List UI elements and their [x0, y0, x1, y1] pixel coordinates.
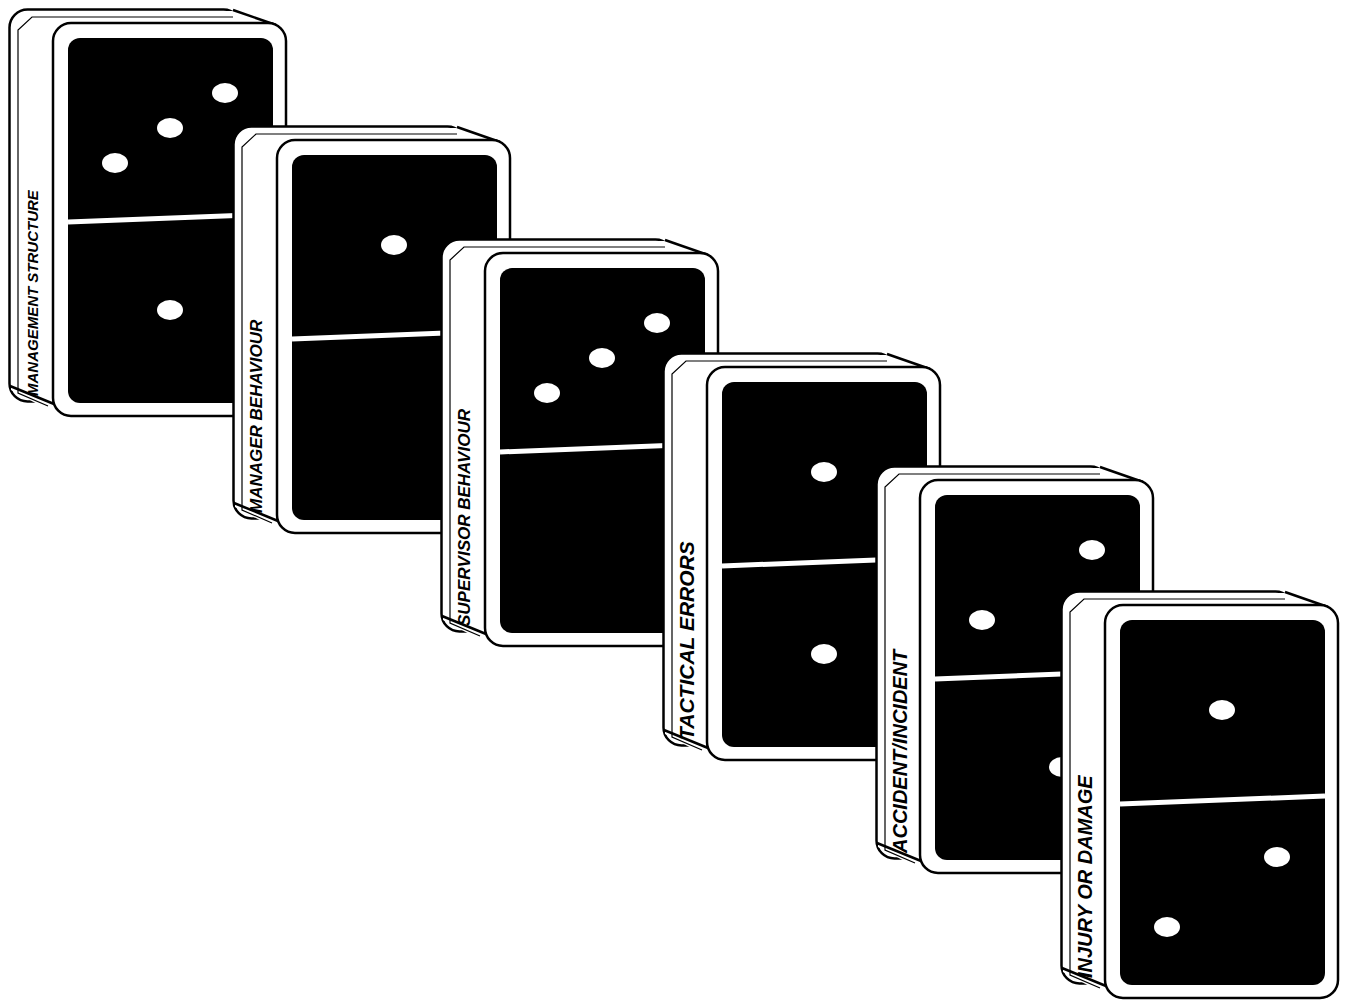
- domino-node: INJURY OR DAMAGE: [1060, 590, 1340, 1000]
- domino-label: SUPERVISOR BEHAVIOUR: [452, 409, 478, 626]
- domino-label: MANAGEMENT STRUCTURE: [20, 190, 46, 396]
- domino-label: ACCIDENT/INCIDENT: [887, 650, 913, 853]
- domino-label: INJURY OR DAMAGE: [1072, 775, 1098, 978]
- domino-label: TACTICAL ERRORS: [674, 541, 700, 740]
- domino-label: MANAGER BEHAVIOUR: [244, 320, 270, 513]
- domino-shape: [1060, 590, 1340, 1000]
